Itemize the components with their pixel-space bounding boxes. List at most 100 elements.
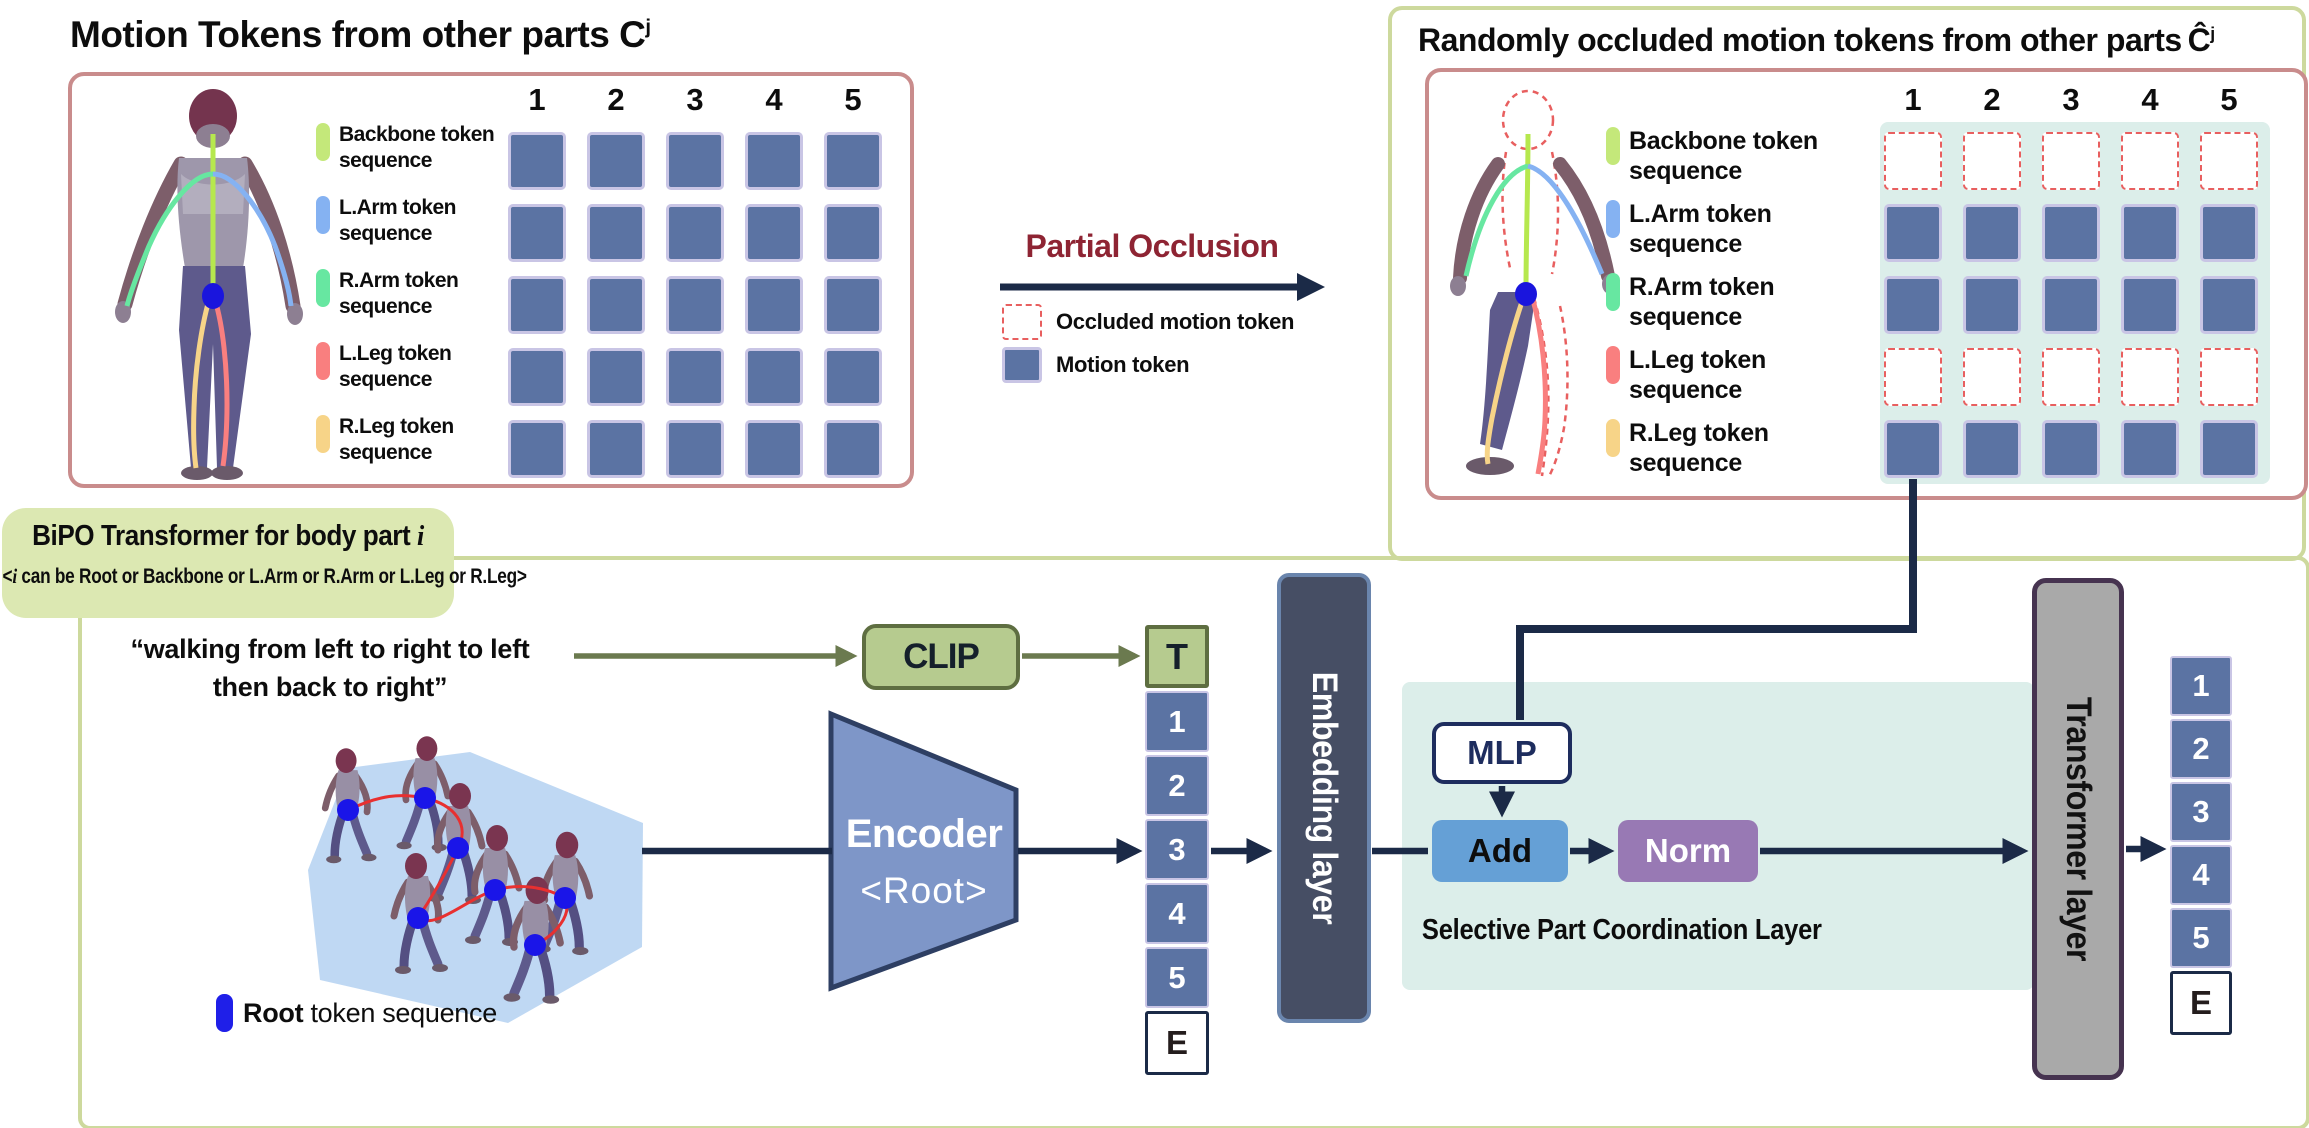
motion-token: 1	[2170, 656, 2232, 716]
legend-color-pill	[1606, 200, 1620, 238]
motion-token: 5	[1145, 947, 1209, 1008]
occlusion-legend-label: Occluded motion token	[1056, 309, 1295, 334]
legend-label: R.Arm token	[339, 269, 459, 292]
occluded-motion-token	[2042, 132, 2100, 190]
root-token-legend: Root token sequence	[216, 994, 497, 1032]
motion-token	[824, 132, 882, 190]
legend-label: sequence	[339, 368, 432, 391]
legend-label: Backbone token	[1629, 127, 1818, 155]
motion-token	[745, 276, 803, 334]
encoder-label: Encoder	[845, 812, 1003, 856]
legend-item: R.Arm token sequence	[316, 268, 494, 320]
motion-token	[666, 420, 724, 478]
legend-label: L.Leg token	[1629, 346, 1766, 374]
motion-token	[666, 204, 724, 262]
legend-color-pill	[1606, 273, 1620, 311]
grid-column-header: 4	[765, 82, 783, 117]
grid-column-header: 2	[607, 82, 625, 117]
legend-label: sequence	[339, 441, 432, 464]
root-token-pill	[216, 994, 233, 1032]
legend-label: sequence	[339, 222, 432, 245]
motion-token	[1884, 204, 1942, 262]
motion-token	[666, 276, 724, 334]
occluded-motion-token	[2121, 348, 2179, 406]
legend-label: Backbone token	[339, 123, 495, 146]
occlusion-legend-label: Motion token	[1056, 352, 1190, 377]
legend-label: R.Arm token	[1629, 273, 1775, 301]
legend-color-pill	[316, 196, 330, 234]
legend-color-pill	[316, 123, 330, 161]
encoder-part-label: <Root>	[860, 870, 988, 911]
legend-color-pill	[1606, 346, 1620, 384]
bipo-title: BiPO Transformer for body part i	[32, 520, 424, 552]
legend-color-pill	[316, 269, 330, 307]
occlusion-legend-item: Occluded motion token	[1002, 304, 1294, 340]
legend-color-pill	[1606, 419, 1620, 457]
motion-token	[745, 420, 803, 478]
occluded-motion-token	[2121, 132, 2179, 190]
legend-label: L.Arm token	[339, 196, 457, 219]
occluded-motion-token	[1963, 348, 2021, 406]
motion-token	[745, 348, 803, 406]
legend-label: sequence	[1629, 376, 1742, 404]
motion-token: 5	[2170, 908, 2232, 968]
motion-token	[1963, 204, 2021, 262]
occlusion-legend-item: Motion token	[1002, 347, 1294, 383]
motion-token	[2121, 420, 2179, 478]
motion-token	[1963, 276, 2021, 334]
text-prompt: “walking from left to right to left then…	[130, 634, 530, 702]
root-encoder: Encoder <Root>	[826, 708, 1022, 994]
motion-token	[1884, 420, 1942, 478]
motion-token	[2121, 276, 2179, 334]
root-trajectory-illustration	[308, 735, 643, 1023]
right-panel-title: Randomly occluded motion tokens from oth…	[1418, 22, 2215, 58]
mannequin-figure	[115, 89, 303, 480]
partial-occlusion-title: Partial Occlusion	[1025, 228, 1279, 264]
motion-token	[1963, 420, 2021, 478]
root-token-label: Root token sequence	[243, 997, 497, 1028]
motion-token: 4	[2170, 845, 2232, 905]
occluded-motion-token	[2042, 348, 2100, 406]
legend-label: sequence	[339, 295, 432, 318]
occluded-motion-token	[2200, 132, 2258, 190]
motion-token: 2	[2170, 719, 2232, 779]
motion-token	[2042, 204, 2100, 262]
add-box: Add	[1432, 820, 1568, 882]
grid-column-header: 3	[2062, 82, 2080, 117]
motion-token	[587, 420, 645, 478]
occluded-motion-token	[1963, 132, 2021, 190]
grid-column-header: 5	[844, 82, 862, 117]
occluded-motion-token	[2200, 348, 2258, 406]
motion-token	[508, 348, 566, 406]
transformer-layer-box: Transformer layer	[2032, 578, 2124, 1080]
occluded-token-sample	[1002, 304, 1042, 340]
clip-encoder-box: CLIP	[862, 624, 1020, 690]
occluded-motion-token	[1884, 348, 1942, 406]
grid-column-header: 1	[528, 82, 546, 117]
motion-token	[587, 348, 645, 406]
legend-label: sequence	[1629, 230, 1742, 258]
motion-token	[2200, 420, 2258, 478]
motion-token	[745, 132, 803, 190]
motion-token	[2042, 276, 2100, 334]
motion-token	[666, 132, 724, 190]
end-token: E	[2170, 971, 2232, 1035]
legend-color-pill	[316, 415, 330, 453]
motion-token	[745, 204, 803, 262]
motion-token: 1	[1145, 691, 1209, 752]
motion-token	[2042, 420, 2100, 478]
motion-token: 3	[1145, 819, 1209, 880]
text-token: T	[1145, 625, 1209, 688]
